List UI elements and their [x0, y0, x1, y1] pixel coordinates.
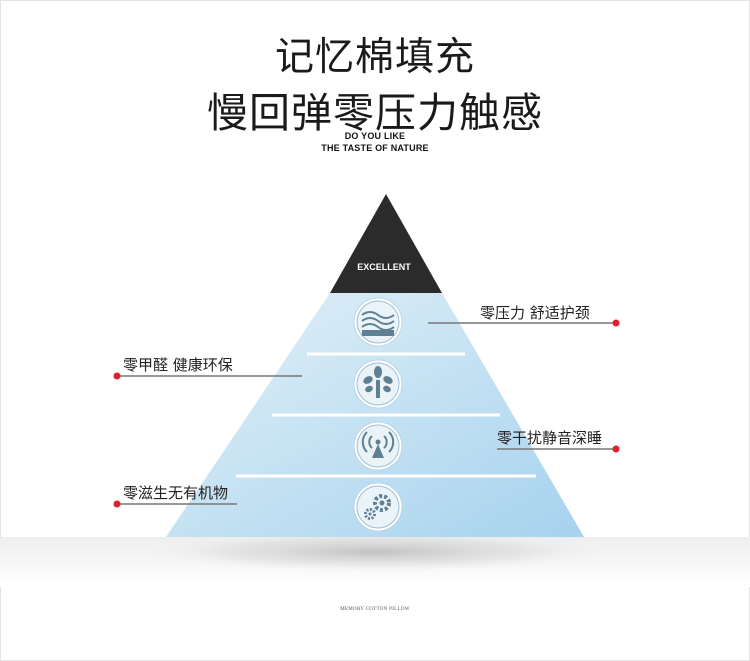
apex-label: EXCELLENT: [357, 262, 411, 272]
heading-line-1: 记忆棉填充: [274, 35, 475, 80]
feature-zero-organics: 零滋生无有机物: [123, 484, 229, 502]
subheading-line-2: THE TASTE OF NATURE: [321, 143, 429, 153]
subheading-line-1: DO YOU LIKE: [344, 131, 406, 141]
footer-caption: MEMORY COTTON PILLOW: [340, 607, 410, 612]
feature-zero-pressure: 零压力 舒适护颈: [480, 304, 590, 322]
gears-icon: [353, 482, 403, 532]
feature-zero-noise: 零干扰静音深睡: [497, 429, 603, 447]
foam-layers-icon: [353, 297, 403, 347]
callout-left-bottom: [113, 500, 237, 508]
signal-icon: [353, 421, 403, 471]
callout-right-bottom: [497, 445, 620, 453]
heading-line-2: 慢回弹零压力触感: [207, 89, 543, 137]
callout-left-top: [113, 372, 302, 380]
feature-zero-formaldehyde: 零甲醛 健康环保: [123, 356, 233, 374]
pyramid-shadow: [125, 530, 625, 574]
pyramid-apex: [330, 194, 442, 293]
callout-right-top: [428, 319, 620, 327]
tree-icon: [353, 359, 403, 409]
